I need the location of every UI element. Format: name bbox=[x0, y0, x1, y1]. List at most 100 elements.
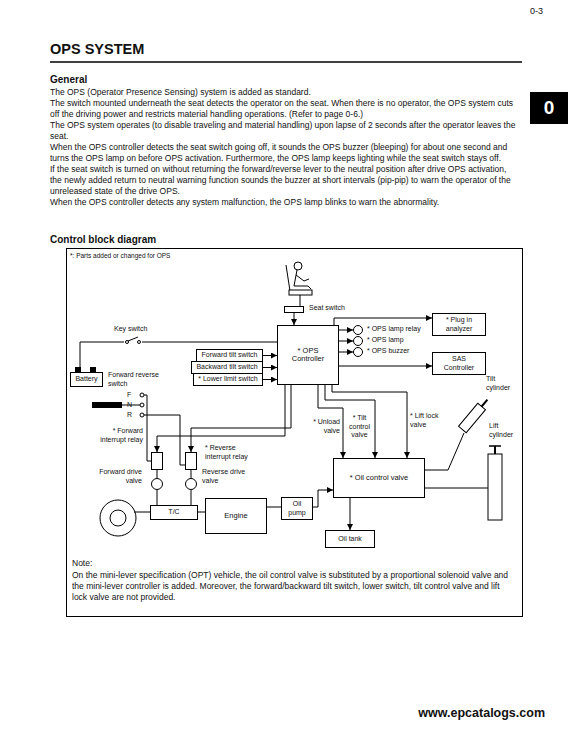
valve-symbol: Forward drive valve bbox=[151, 478, 163, 490]
part-label: * Forward interrupt relay bbox=[87, 427, 143, 444]
part-label: Forward drive valve bbox=[84, 468, 142, 485]
box-label: * Lower limit switch bbox=[198, 375, 258, 384]
body-text: The OPS (Operator Presence Sensing) syst… bbox=[50, 87, 520, 208]
seat-post bbox=[300, 295, 301, 306]
box-label: * Plug in analyzer bbox=[437, 316, 481, 333]
part-label: Reverse drive valve bbox=[202, 468, 260, 485]
relay-symbol: * Forward interrupt relay bbox=[151, 452, 163, 470]
key-switch-blade bbox=[128, 337, 138, 341]
lamp-symbol: * OPS lamp bbox=[353, 336, 363, 346]
controller-box: SAS Controller bbox=[432, 352, 486, 375]
box-label: SAS Controller bbox=[437, 355, 481, 372]
hydraulic-line bbox=[425, 433, 464, 470]
connector-line bbox=[191, 470, 192, 478]
connector-line bbox=[294, 313, 295, 325]
switch-contact bbox=[140, 413, 144, 417]
circle-symbol bbox=[186, 479, 197, 490]
body-paragraph: The switch mounted underneath the seat d… bbox=[50, 98, 520, 120]
connector-line bbox=[334, 318, 432, 325]
battery-box: Battery bbox=[70, 372, 103, 387]
box-label: T/C bbox=[168, 508, 179, 517]
part-label: Lift cylinder bbox=[489, 422, 521, 439]
diagram-frame bbox=[67, 249, 523, 617]
seat-illustration bbox=[286, 262, 312, 306]
tank-box: Oil tank bbox=[325, 530, 375, 548]
box-label: * OPS Controller bbox=[286, 347, 330, 364]
converter-outer bbox=[100, 500, 136, 536]
box-label: Engine bbox=[224, 512, 247, 521]
operator-head bbox=[294, 262, 302, 270]
body-paragraph: If the seat switch is turned on without … bbox=[50, 164, 520, 197]
switch-label: Key switch bbox=[114, 325, 147, 333]
operator-arm bbox=[296, 275, 309, 281]
circle-outline bbox=[353, 336, 363, 346]
connector-line bbox=[263, 355, 277, 356]
part-label: Tilt cylinder bbox=[486, 375, 520, 392]
forward-wire bbox=[144, 395, 151, 461]
edge-label: * Lift lock valve bbox=[410, 412, 446, 429]
tilt-cylinder-drawing bbox=[459, 396, 492, 432]
seat-backrest bbox=[286, 265, 290, 291]
section-heading: General bbox=[50, 74, 87, 86]
switch-contact bbox=[140, 403, 144, 407]
converter-inner bbox=[110, 510, 126, 526]
part-label: * OPS buzzer bbox=[367, 347, 409, 356]
part-label: Seat switch bbox=[309, 304, 345, 313]
connector-line bbox=[191, 385, 291, 452]
circle-symbol bbox=[354, 348, 363, 357]
connector-line bbox=[157, 385, 285, 452]
circle-outline bbox=[353, 325, 363, 335]
part-label: * OPS lamp bbox=[367, 336, 404, 345]
connector-line bbox=[339, 366, 432, 367]
box-label: Battery bbox=[75, 375, 97, 384]
connector-line bbox=[263, 367, 277, 368]
circle-outline bbox=[185, 478, 197, 490]
circle-outline bbox=[353, 347, 363, 357]
page-number: 0-3 bbox=[480, 6, 543, 17]
box-label: Backward tilt switch bbox=[196, 363, 257, 372]
connector-line bbox=[198, 512, 205, 513]
title-rule bbox=[50, 61, 522, 63]
torque-converter-drawing bbox=[100, 500, 150, 536]
body-paragraph: The OPS system operates (to disable trav… bbox=[50, 120, 520, 142]
page-title: OPS SYSTEM bbox=[50, 41, 144, 58]
buzzer-symbol: * OPS buzzer bbox=[353, 347, 363, 357]
circle-outline bbox=[151, 478, 163, 490]
connector-line bbox=[263, 379, 277, 380]
pump-box: Oil pump bbox=[281, 497, 313, 520]
part-label: * Reverse interrupt relay bbox=[205, 444, 263, 461]
valve-box: * Oil control valve bbox=[333, 458, 425, 498]
box-label: Oil pump bbox=[286, 500, 308, 517]
valve-symbol: Reverse drive valve bbox=[185, 478, 197, 490]
connector-line bbox=[80, 342, 277, 372]
hydraulic-line bbox=[425, 488, 488, 489]
shift-lever bbox=[92, 402, 122, 408]
section-tab-number: 0 bbox=[530, 92, 568, 124]
switch-box: * Lower limit switch bbox=[193, 373, 263, 386]
key-switch-gap bbox=[124, 336, 142, 345]
note-text: On the mini-lever specification (OPT) ve… bbox=[72, 570, 512, 603]
tilt-cylinder-body bbox=[459, 403, 486, 432]
position-letter: F bbox=[127, 391, 131, 399]
key-switch-contact bbox=[138, 341, 141, 344]
connector-line bbox=[267, 507, 281, 508]
position-letter: N bbox=[127, 401, 132, 409]
connector-line bbox=[332, 385, 407, 458]
circle-symbol bbox=[354, 337, 363, 346]
analyzer-box: * Plug in analyzer bbox=[432, 313, 486, 336]
watermark: www.epcatalogs.com bbox=[340, 706, 545, 721]
box-label: Forward tilt switch bbox=[201, 351, 257, 360]
position-letter: R bbox=[127, 411, 132, 419]
connector-line bbox=[339, 352, 353, 353]
circle-symbol bbox=[354, 326, 363, 335]
seat-switch: Seat switch bbox=[284, 306, 304, 313]
operator-body bbox=[294, 270, 311, 289]
legend-note: *: Parts added or changed for OPS bbox=[70, 252, 170, 260]
converter-shaft bbox=[134, 512, 150, 513]
lift-cylinder-drawing bbox=[488, 446, 502, 520]
lift-cylinder-rod bbox=[494, 446, 496, 454]
box-label: Oil tank bbox=[338, 535, 362, 544]
switch-label: Forward reverse switch bbox=[108, 371, 162, 388]
body-paragraph: The OPS (Operator Presence Sensing) syst… bbox=[50, 87, 520, 98]
